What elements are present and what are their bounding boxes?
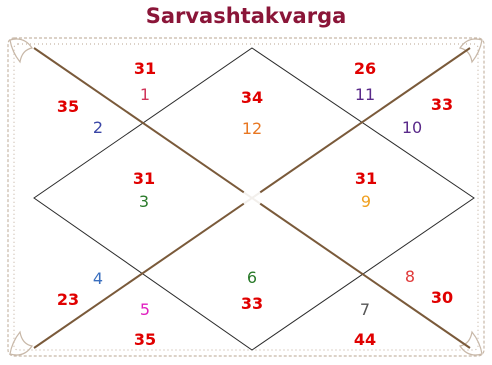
house-3-points: 35 [57, 97, 79, 116]
house-8-sign: 7 [360, 300, 370, 319]
house-2-sign: 1 [140, 85, 150, 104]
house-9-points: 30 [431, 288, 453, 307]
house-6-sign: 5 [140, 300, 150, 319]
house-4-sign: 3 [139, 192, 149, 211]
house-6-points: 35 [134, 330, 156, 349]
house-1-points: 34 [241, 88, 263, 107]
house-10-points: 31 [355, 169, 377, 188]
house-9-sign: 8 [405, 267, 415, 286]
house-11-sign: 10 [402, 118, 422, 137]
house-1-sign: 12 [242, 119, 262, 138]
center-glow [242, 188, 262, 208]
house-4-points: 31 [133, 169, 155, 188]
house-2-points: 31 [134, 59, 156, 78]
house-8-points: 44 [354, 330, 376, 349]
house-12-sign: 11 [355, 85, 375, 104]
house-11-points: 33 [431, 95, 453, 114]
house-10-sign: 9 [361, 192, 371, 211]
house-5-points: 23 [57, 290, 79, 309]
house-12-points: 26 [354, 59, 376, 78]
house-5-sign: 4 [93, 269, 103, 288]
house-7-points: 33 [241, 294, 263, 313]
house-7-sign: 6 [247, 268, 257, 287]
house-3-sign: 2 [93, 118, 103, 137]
